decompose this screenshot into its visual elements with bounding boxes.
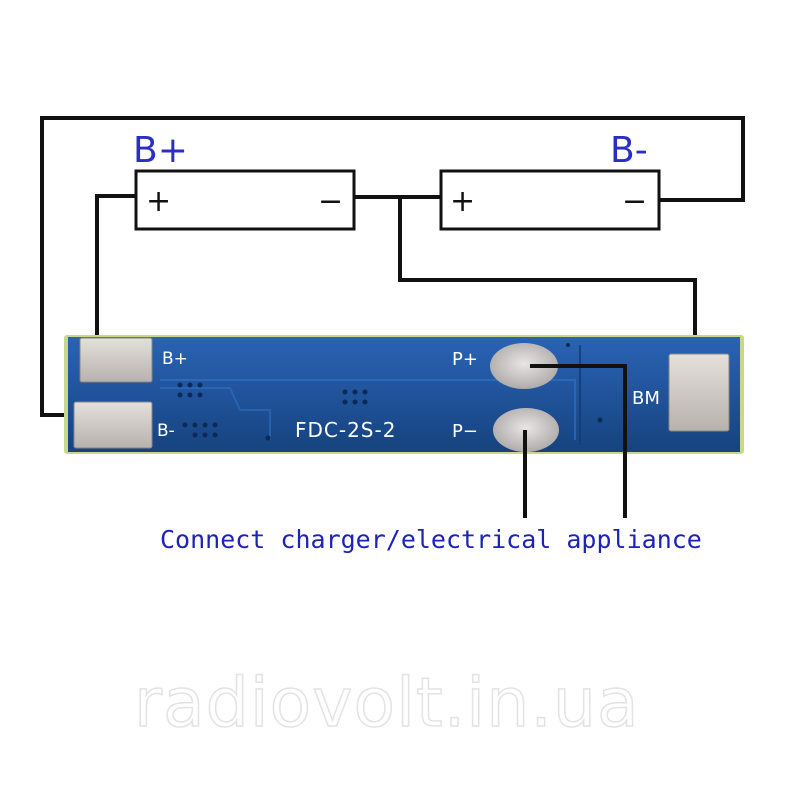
silk-p-minus: P− bbox=[452, 421, 478, 442]
bms-board: B+ B- P+ P− BM FDC-2S-2 bbox=[64, 335, 744, 454]
silk-bm: BM bbox=[632, 388, 660, 409]
battery-label-b-plus: B+ bbox=[133, 130, 188, 171]
battery-1-plus-sign: + bbox=[146, 184, 171, 219]
silk-b-minus: B- bbox=[157, 421, 175, 441]
battery-label-b-minus: B- bbox=[610, 130, 648, 171]
pad-b-plus bbox=[79, 337, 153, 383]
wire-battery1-plus-to-b-plus bbox=[95, 194, 136, 345]
battery-2-plus-sign: + bbox=[450, 184, 475, 219]
pad-b-minus bbox=[73, 401, 153, 449]
pad-p-plus bbox=[490, 343, 558, 389]
battery-cell-2: + − bbox=[439, 169, 661, 231]
silk-p-plus: P+ bbox=[452, 349, 478, 370]
board-model-label: FDC-2S-2 bbox=[295, 418, 396, 442]
wire-junction-to-bm bbox=[398, 197, 697, 354]
silk-b-plus: B+ bbox=[162, 349, 188, 369]
watermark-text: radiovolt.in.ua bbox=[134, 664, 640, 743]
connection-caption: Connect charger/electrical appliance bbox=[160, 525, 702, 554]
battery-1-minus-sign: − bbox=[318, 184, 343, 219]
battery-cell-1: + − bbox=[134, 169, 356, 231]
pad-bm bbox=[668, 353, 730, 432]
battery-2-minus-sign: − bbox=[622, 184, 647, 219]
wire-p-plus-lead bbox=[530, 364, 627, 518]
wire-b-minus-loop bbox=[40, 116, 745, 417]
